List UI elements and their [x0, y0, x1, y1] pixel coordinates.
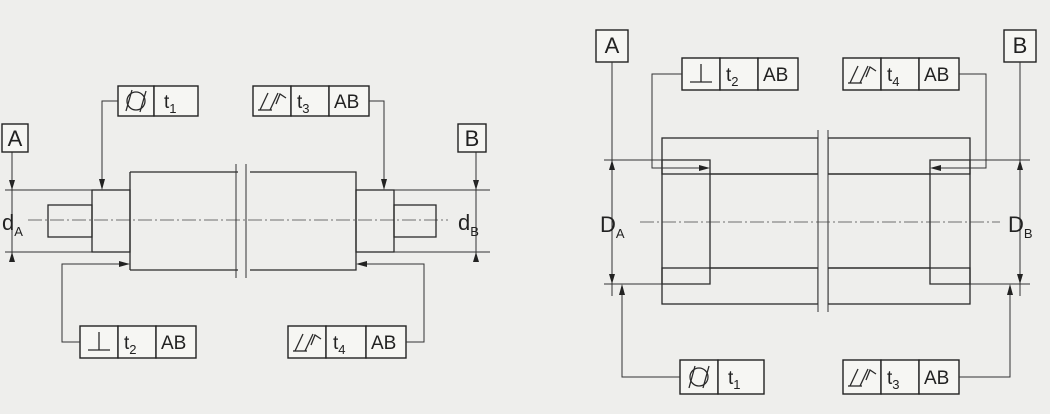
- datum-b-label: B: [465, 126, 480, 151]
- fcf-total-runout-t4: t4 AB: [287, 325, 407, 359]
- fcf-perpendicularity-t2: t2 AB: [79, 325, 197, 359]
- bore-diameter-b-label: DB: [1008, 212, 1033, 241]
- total-runout-icon: [258, 92, 287, 111]
- datum-b-box: [1003, 29, 1037, 63]
- diameter-b-label: dB: [458, 210, 479, 239]
- datum-a-label: A: [605, 33, 620, 58]
- fcf-total-runout-t3: t3 AB: [252, 85, 370, 117]
- datum-ref-ab: AB: [924, 65, 949, 86]
- shaft-outline: [47, 164, 437, 278]
- datum-a-label: A: [8, 126, 23, 151]
- tolerance-t3: t3: [887, 368, 900, 392]
- datum-ref-ab: AB: [371, 333, 396, 354]
- datum-b-label: B: [1013, 33, 1028, 58]
- left-figure-shaft: A dA B dB t1: [1, 85, 490, 359]
- fcf-perpendicularity-t2: t2 AB: [681, 57, 799, 91]
- perpendicularity-icon: [690, 64, 712, 83]
- datum-a-box: [1, 123, 29, 153]
- fcf-total-runout-t3: t3 AB: [842, 359, 960, 395]
- tolerance-t4: t4: [333, 333, 346, 357]
- fcf-cylindricity-t1: t1: [679, 359, 765, 395]
- perpendicularity-icon: [88, 332, 110, 351]
- tolerance-t1: t1: [164, 92, 177, 116]
- total-runout-icon: [848, 65, 877, 84]
- cylindricity-icon: [688, 365, 710, 389]
- diameter-a-label: dA: [2, 210, 23, 239]
- bore-diameter-a-label: DA: [600, 212, 625, 241]
- right-figure-sleeve: A DA B DB t2 AB: [595, 29, 1037, 395]
- datum-ref-ab: AB: [161, 333, 186, 354]
- tolerance-t1: t1: [728, 368, 741, 392]
- fcf-total-runout-t4: t4 AB: [842, 57, 960, 91]
- datum-a-box: [595, 29, 629, 63]
- fcf-cylindricity-t1: t1: [117, 85, 199, 117]
- datum-ref-ab: AB: [334, 92, 359, 113]
- tolerance-t3: t3: [297, 92, 310, 116]
- datum-ref-ab: AB: [763, 65, 788, 86]
- datum-b-box: [457, 123, 487, 153]
- cylindricity-icon: [125, 89, 147, 113]
- tolerance-t2: t2: [726, 65, 739, 89]
- tolerance-t2: t2: [124, 333, 137, 357]
- total-runout-icon: [848, 368, 877, 387]
- datum-ref-ab: AB: [924, 368, 949, 389]
- total-runout-icon: [293, 333, 322, 352]
- tolerance-t4: t4: [887, 65, 900, 89]
